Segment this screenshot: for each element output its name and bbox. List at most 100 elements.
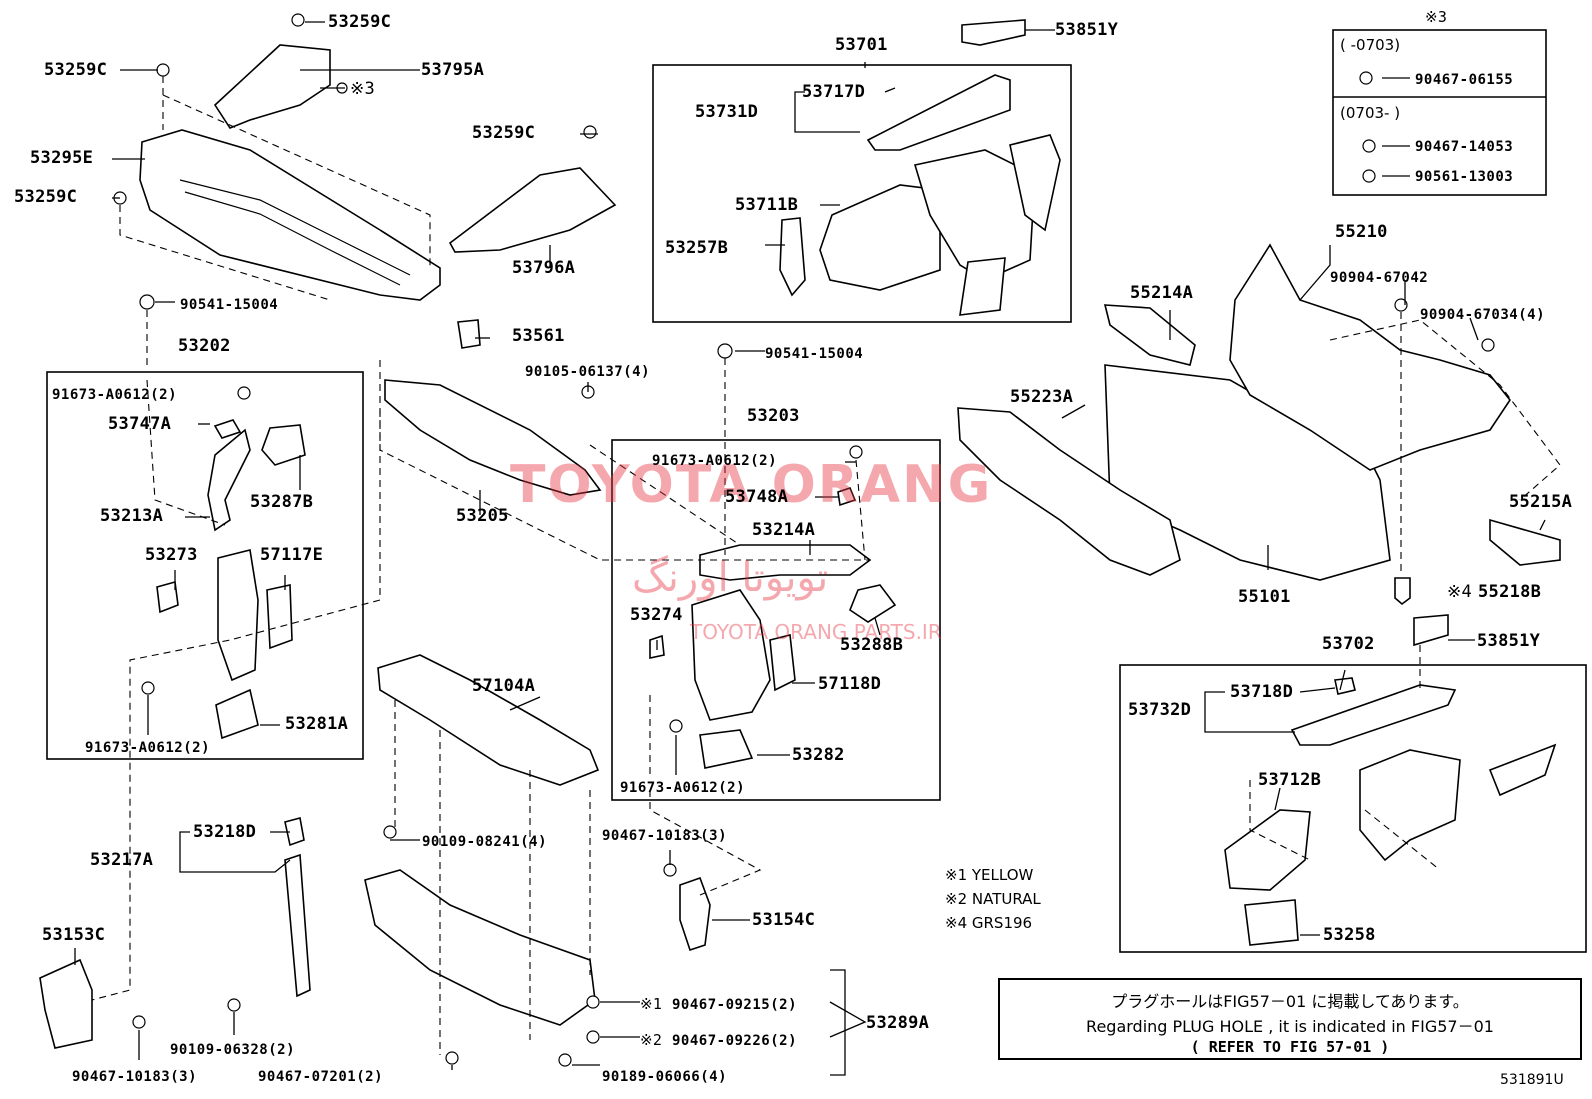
seal-53218d [284,817,305,847]
support-53203 [691,589,771,721]
cowl-panel-53796a [448,167,617,253]
bracket-53287b [261,424,306,466]
inset-period-2: (0703- ) [1340,104,1401,122]
bracket-53561 [457,319,481,349]
label-53281a: 53281A [285,714,349,734]
seal-53217a [284,853,311,998]
label-53217a: 53217A [90,850,154,870]
bracket-53258 [1244,899,1299,946]
label-53202: 53202 [178,336,231,356]
label-55101: 55101 [1238,587,1291,607]
bracket-53257b [779,217,806,297]
label-90904-67034: 90904-67034(4) [1420,307,1546,323]
bracket-53281a [215,688,259,740]
cowl-panel-53795a [213,44,331,129]
label-ref1: ※1 [640,995,663,1013]
label-ref2: ※2 [640,1031,663,1049]
apron-main-53702 [1359,749,1461,862]
support-53202 [217,549,259,682]
seal-57117e [266,584,293,650]
label-ref3: ※3 [350,79,376,99]
label-53259c-left2: 53259C [14,187,78,207]
label-53288b: 53288B [840,635,904,655]
label-90189-06066: 90189-06066(4) [602,1069,728,1085]
label-90467-09215: 90467-09215(2) [672,997,798,1013]
bracket-53273 [156,580,179,614]
label-91673-a0612-d: 91673-A0612(2) [620,780,746,796]
label-91673-a0612-b: 91673-A0612(2) [85,740,211,756]
label-53259c-top: 53259C [328,12,392,32]
apron-side-53702 [1488,743,1557,797]
seal-57118d [769,634,796,692]
label-53851y-bottom: 53851Y [1477,631,1541,651]
silencer-55214a [1103,304,1196,366]
label-53153c: 53153C [42,925,106,945]
member-53214a [699,544,872,581]
apron-53711b [819,184,941,291]
label-55218b: 55218B [1478,582,1542,602]
label-91673-a0612-a: 91673-A0612(2) [52,387,178,403]
group-box-53203 [611,439,941,801]
label-53712b: 53712B [1258,770,1322,790]
label-53748a: 53748A [725,487,789,507]
bracket-53288b [849,584,897,623]
label-53702: 53702 [1322,634,1375,654]
label-90467-07201: 90467-07201(2) [258,1069,384,1085]
bracket-53748a [837,487,857,507]
label-90105-06137: 90105-06137(4) [525,364,651,380]
label-53718d: 53718D [1230,682,1294,702]
plug-hole-note: プラグホールはFIG57－01 に掲載してあります。 Regarding PLU… [998,978,1582,1060]
inset-part-3: 90561-13003 [1415,169,1514,185]
silencer-55223a [957,407,1181,576]
bracket-53718d [1334,677,1356,695]
apron-lower-53701 [959,257,1006,316]
insulator-55215a [1489,518,1561,566]
label-53747a: 53747A [108,414,172,434]
legend-natural: ※2 NATURAL [945,890,1041,908]
legend-yellow: ※1 YELLOW [945,866,1034,884]
assembly-dashed-lines [91,76,1561,1055]
inset-box-ref3 [1332,29,1547,196]
apron-side-53701 [1009,134,1061,232]
inset-period-1: ( -0703) [1340,36,1401,54]
label-53205: 53205 [456,506,509,526]
label-53213a: 53213A [100,506,164,526]
label-53203: 53203 [747,406,800,426]
apron-53732d [1290,684,1457,746]
watermark-website-text: TOYOTA ORANG PARTS.IR [690,620,942,644]
apron-53731d [866,74,1011,151]
apron-53712b [1224,809,1311,891]
group-box-53202 [46,371,364,760]
label-55223a: 55223A [1010,387,1074,407]
label-90541-15004-a: 90541-15004 [180,297,279,313]
label-53214a: 53214A [752,520,816,540]
member-57104a [377,654,600,786]
label-53717d: 53717D [802,82,866,102]
label-53273: 53273 [145,545,198,565]
label-90541-15004-b: 90541-15004 [765,346,864,362]
group-box-53702 [1119,664,1587,953]
label-53732d: 53732D [1128,700,1192,720]
label-53154c: 53154C [752,910,816,930]
label-53287b: 53287B [250,492,314,512]
label-53795a: 53795A [421,60,485,80]
label-53259c-mid: 53259C [472,123,536,143]
label-57118d: 57118D [818,674,882,694]
bracket-53282 [699,729,754,769]
label-53257b: 53257B [665,238,729,258]
label-90109-08241: 90109-08241(4) [422,834,548,850]
bracket-53747a [213,419,242,439]
bracket-53851y-bottom [1413,614,1449,647]
support-upper-53205 [384,379,602,496]
diagram-code: 531891U [1500,1072,1564,1088]
brace-53213a [207,428,251,532]
label-55215a: 55215A [1509,492,1573,512]
label-55210: 55210 [1335,222,1388,242]
label-53274: 53274 [630,605,683,625]
label-53561: 53561 [512,326,565,346]
group-box-53701 [652,64,1072,323]
note-line-english: Regarding PLUG HOLE , it is indicated in… [1086,1017,1494,1036]
clip-55218b [1394,577,1411,606]
